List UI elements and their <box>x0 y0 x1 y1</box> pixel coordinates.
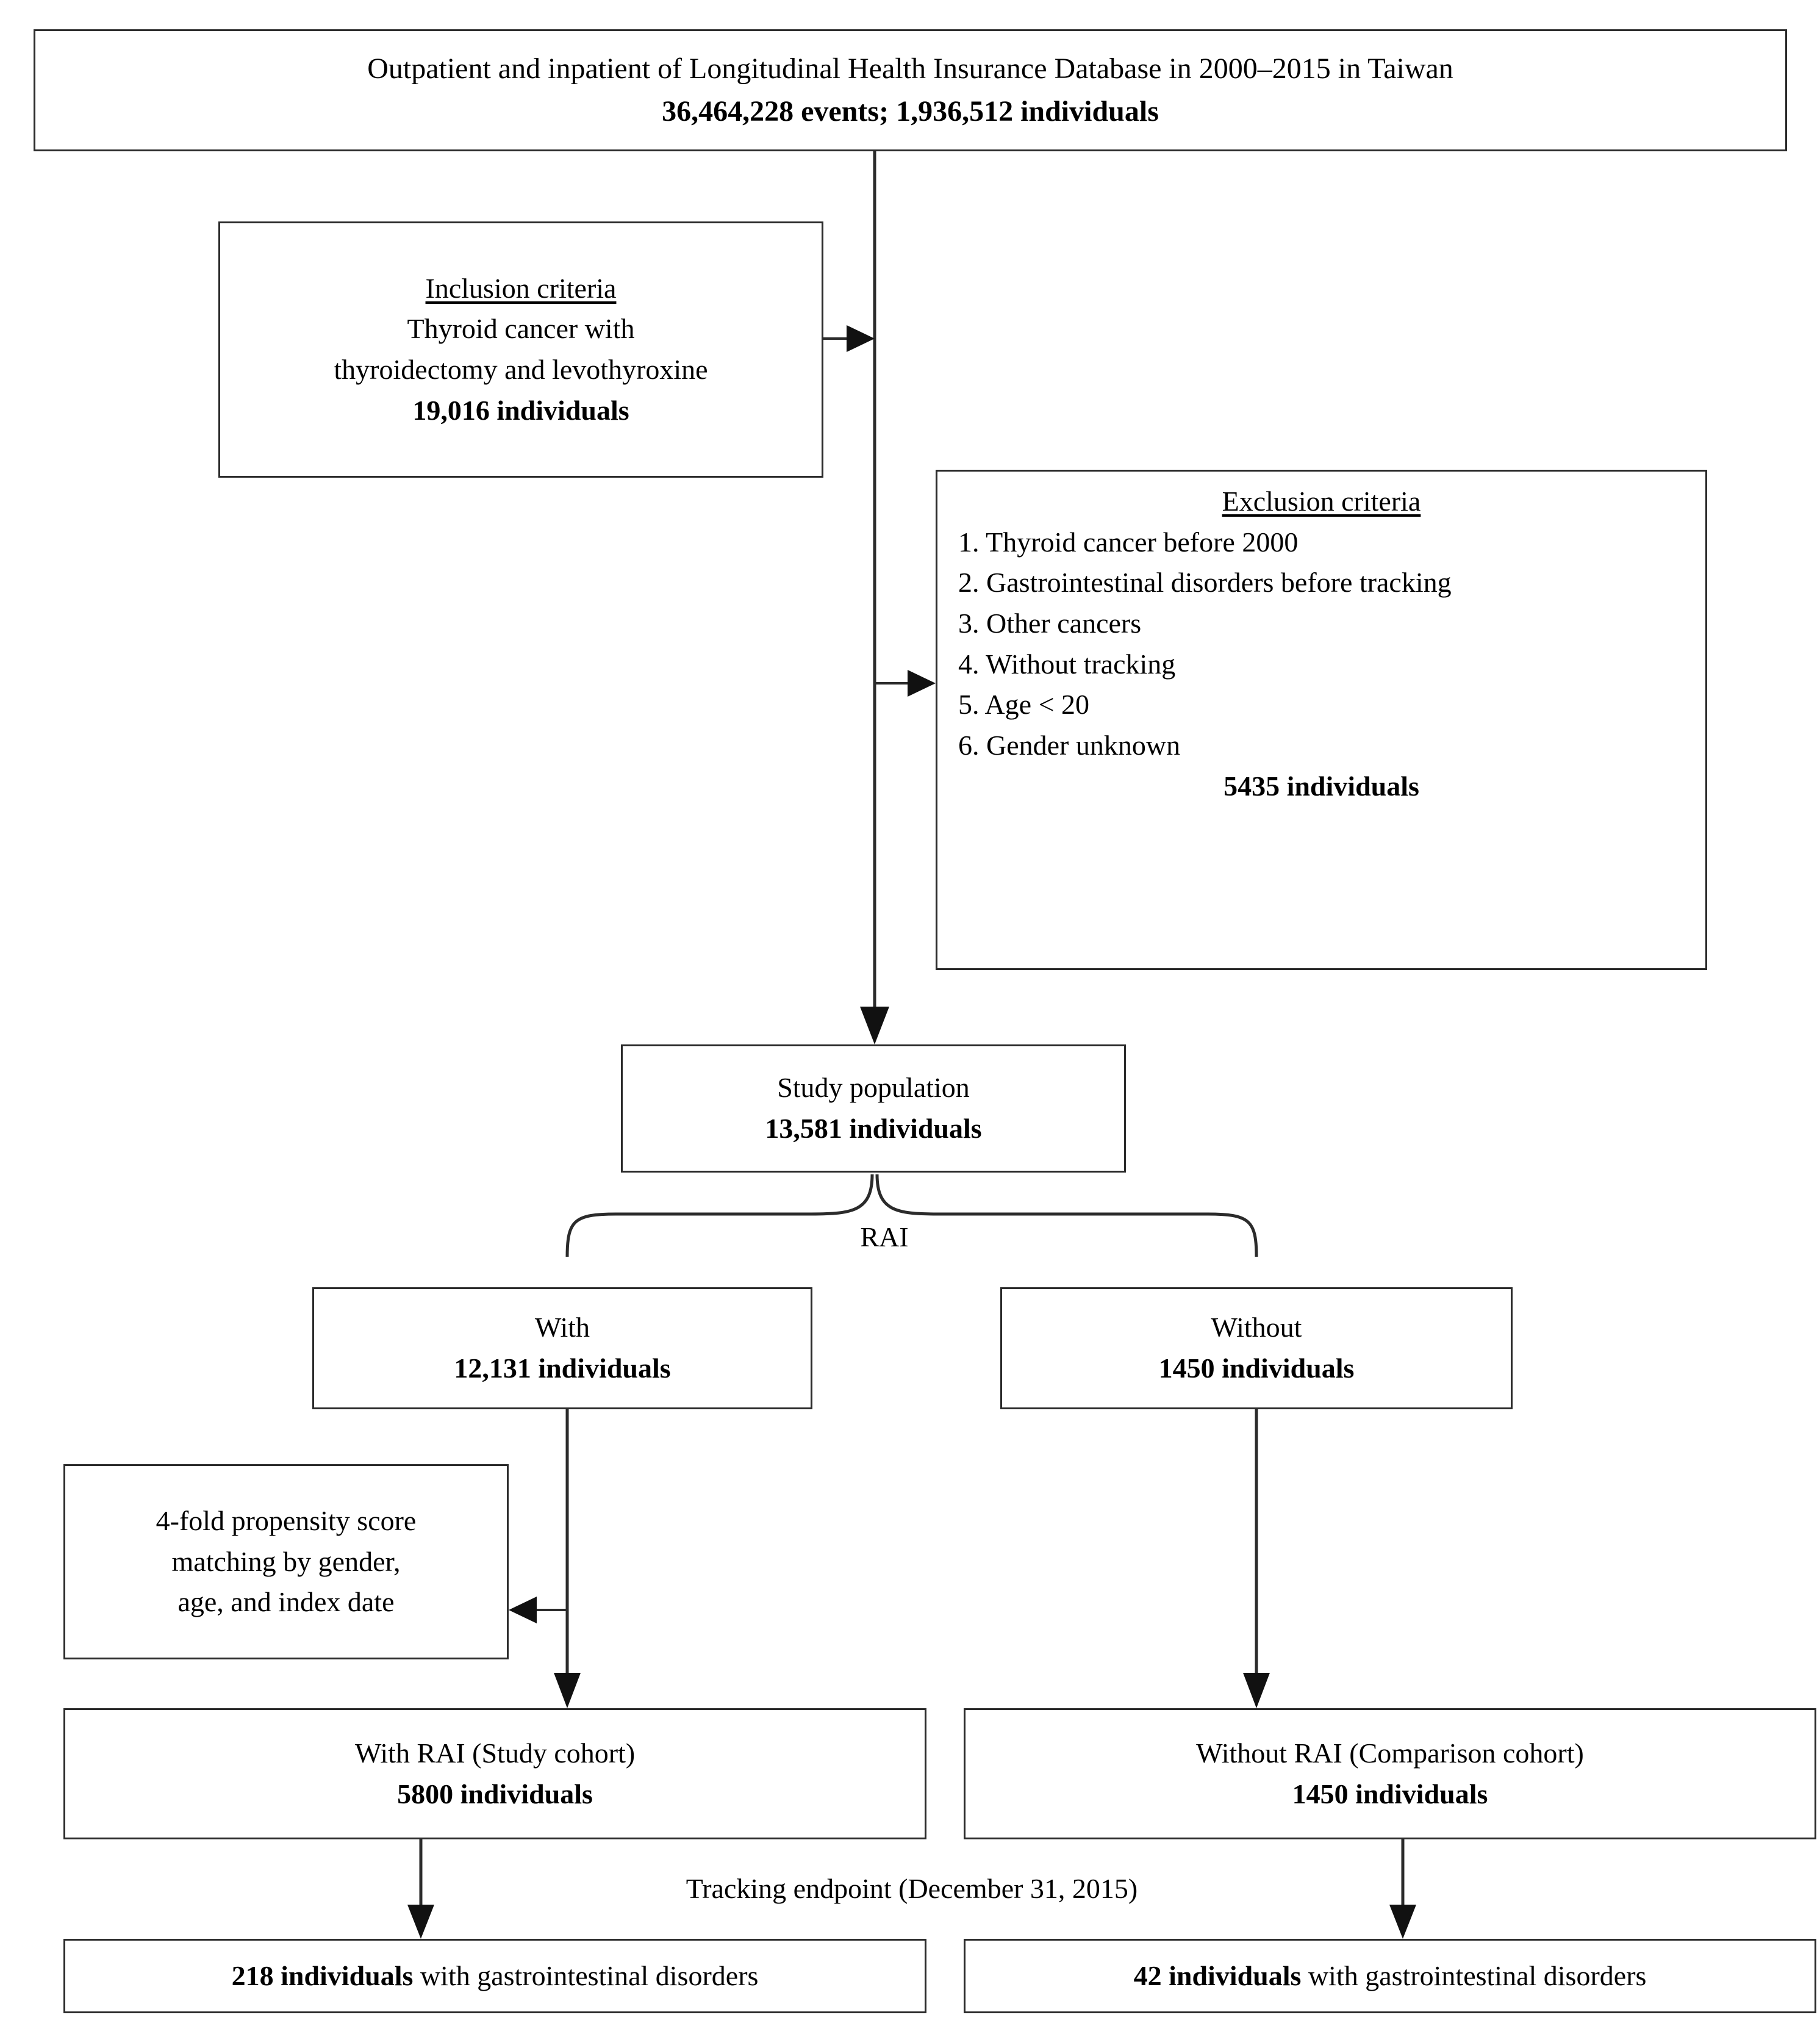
study-cohort-box: With RAI (Study cohort) 5800 individuals <box>63 1708 926 1839</box>
study-population-box: Study population 13,581 individuals <box>621 1044 1126 1173</box>
arrow-to-study-population <box>860 1007 889 1044</box>
exclusion-criteria-total: 5435 individuals <box>1223 770 1419 802</box>
outcome-right-text: 42 individuals with gastrointestinal dis… <box>966 1956 1815 1997</box>
database-source-line2: 36,464,228 events; 1,936,512 individuals <box>662 95 1159 128</box>
outcome-left-box: 218 individuals with gastrointestinal di… <box>63 1939 926 2013</box>
outcome-right-count: 42 individuals <box>1133 1960 1302 1991</box>
arrow-outcome-right <box>1389 1905 1416 1939</box>
inclusion-criteria-heading: Inclusion criteria <box>425 272 617 304</box>
propensity-matching-box: 4-fold propensity score matching by gend… <box>63 1464 509 1659</box>
brace-right <box>875 1174 1258 1257</box>
inclusion-criteria-line1: Thyroid cancer with <box>407 313 635 345</box>
without-rai-line1: Without <box>1211 1312 1302 1343</box>
study-population-line2: 13,581 individuals <box>765 1113 982 1144</box>
without-rai-line2: 1450 individuals <box>1158 1353 1355 1384</box>
with-rai-box: With 12,131 individuals <box>312 1287 812 1409</box>
arrow-inclusion <box>847 325 875 352</box>
inclusion-criteria-line2: thyroidectomy and levothyroxine <box>334 354 708 385</box>
arrow-exclusion <box>908 670 936 697</box>
study-cohort-line2: 5800 individuals <box>397 1778 593 1809</box>
outcome-right-box: 42 individuals with gastrointestinal dis… <box>964 1939 1816 2013</box>
exclusion-criteria-item-6: 6. Gender unknown <box>958 730 1181 761</box>
exclusion-criteria-item-4: 4. Without tracking <box>958 648 1176 680</box>
database-source-box: Outpatient and inpatient of Longitudinal… <box>34 29 1787 151</box>
outcome-right-rest: with gastrointestinal disorders <box>1301 1960 1647 1991</box>
without-rai-box: Without 1450 individuals <box>1000 1287 1513 1409</box>
arrow-matching <box>509 1597 537 1623</box>
arrow-outcome-left <box>407 1905 434 1939</box>
exclusion-criteria-item-2: 2. Gastrointestinal disorders before tra… <box>958 567 1452 598</box>
matching-line1: 4-fold propensity score <box>156 1504 417 1536</box>
inclusion-criteria-box: Inclusion criteria Thyroid cancer with t… <box>218 221 823 478</box>
tracking-endpoint-label: Tracking endpoint (December 31, 2015) <box>494 1872 1330 1906</box>
outcome-left-count: 218 individuals <box>231 1960 414 1991</box>
inclusion-criteria-total: 19,016 individuals <box>412 394 629 426</box>
outcome-left-text: 218 individuals with gastrointestinal di… <box>65 1956 925 1997</box>
outcome-left-rest: with gastrointestinal disorders <box>413 1960 759 1991</box>
comparison-cohort-line2: 1450 individuals <box>1292 1778 1488 1809</box>
exclusion-criteria-item-3: 3. Other cancers <box>958 608 1142 639</box>
exclusion-criteria-item-1: 1. Thyroid cancer before 2000 <box>958 526 1299 558</box>
arrow-to-comparison-cohort <box>1243 1673 1270 1708</box>
rai-split-label: RAI <box>836 1220 933 1254</box>
exclusion-criteria-heading: Exclusion criteria <box>1222 486 1421 517</box>
study-cohort-line1: With RAI (Study cohort) <box>354 1737 636 1769</box>
exclusion-criteria-item-5: 5. Age < 20 <box>958 689 1090 720</box>
comparison-cohort-line1: Without RAI (Comparison cohort) <box>1196 1737 1584 1769</box>
comparison-cohort-box: Without RAI (Comparison cohort) 1450 ind… <box>964 1708 1816 1839</box>
with-rai-line2: 12,131 individuals <box>454 1353 671 1384</box>
database-source-line1: Outpatient and inpatient of Longitudinal… <box>367 52 1453 85</box>
brace-left <box>565 1174 874 1257</box>
matching-line2: matching by gender, <box>171 1545 401 1577</box>
exclusion-criteria-box: Exclusion criteria 1. Thyroid cancer bef… <box>936 470 1707 970</box>
matching-line3: age, and index date <box>177 1586 395 1618</box>
study-population-line1: Study population <box>777 1072 970 1104</box>
with-rai-line1: With <box>534 1312 590 1343</box>
arrow-to-study-cohort <box>554 1673 581 1708</box>
